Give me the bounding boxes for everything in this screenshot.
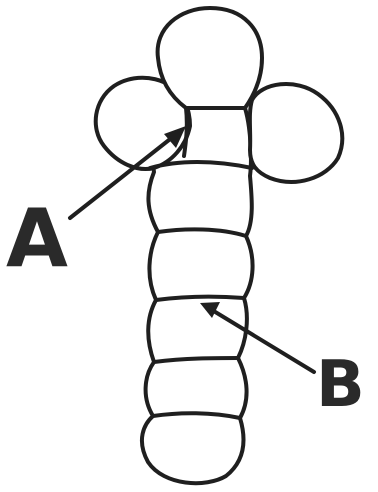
- right-lateral-cell: [250, 84, 342, 182]
- label-b: B: [316, 348, 365, 422]
- label-a: A: [6, 192, 68, 285]
- top-terminal-cell: [158, 8, 262, 108]
